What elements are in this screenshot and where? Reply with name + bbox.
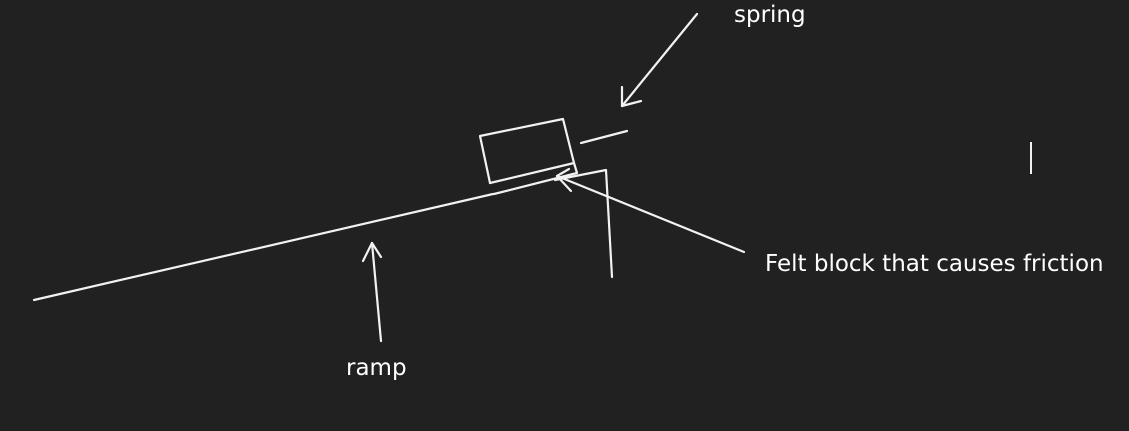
ramp-line [32,192,495,302]
felt-block-label: Felt block that causes friction [765,251,1104,277]
ramp-label: ramp [346,355,407,381]
ramp-arrow [361,241,383,343]
spring-stub [579,129,629,145]
ramp-support [553,168,614,279]
spring-label: spring [734,2,806,28]
spring-arrow [620,12,699,108]
sliding-block [478,117,576,185]
text-cursor [1030,142,1032,174]
felt-block [488,161,579,196]
felt-arrow [555,167,746,254]
